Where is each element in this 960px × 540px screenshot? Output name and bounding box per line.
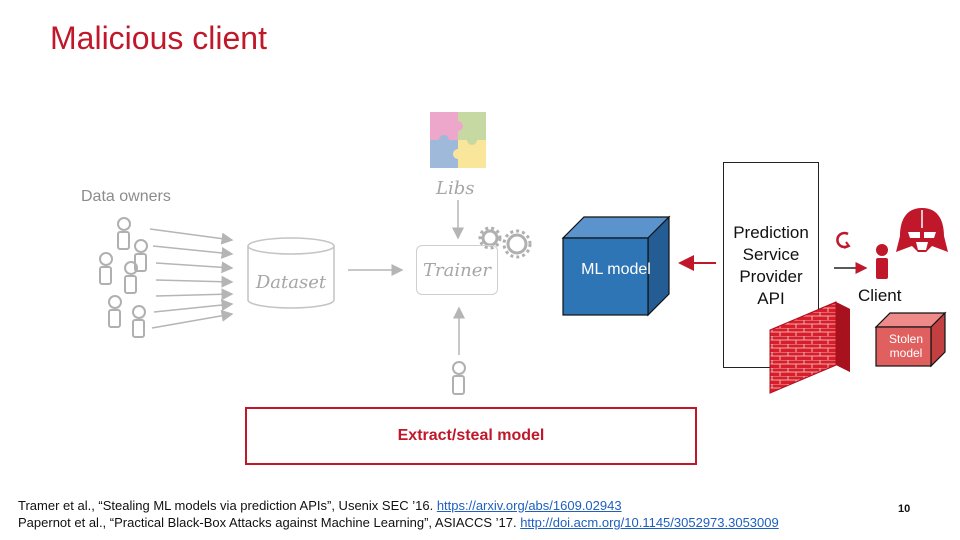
data-owners-label: Data owners	[81, 188, 171, 205]
prediction-service-label: Prediction Service Provider API	[733, 223, 809, 308]
libs-label: Libs	[436, 178, 475, 199]
reference-2: Papernot et al., “Practical Black-Box At…	[18, 515, 779, 530]
person-icon	[452, 361, 466, 395]
trainer-box: Trainer	[416, 245, 498, 295]
data-owners-group	[99, 217, 148, 338]
client-label: Client	[858, 286, 902, 305]
dataset-cylinder	[247, 237, 335, 309]
reference-1: Tramer et al., “Stealing ML models via p…	[18, 498, 622, 513]
reference-text: Papernot et al., “Practical Black-Box At…	[18, 515, 521, 530]
person-icon	[124, 261, 138, 294]
page-number: 10	[898, 503, 911, 515]
ml-model-cube	[561, 215, 671, 317]
ml-model-label: ML model	[581, 261, 651, 278]
person-icon	[99, 252, 113, 285]
person-icon	[108, 295, 122, 328]
extract-box	[245, 407, 697, 465]
reference-link[interactable]: http://doi.acm.org/10.1145/3052973.30530…	[520, 515, 779, 530]
data-owner-arrows	[149, 228, 234, 329]
stolen-model-cube	[874, 311, 947, 368]
reference-link[interactable]: https://arxiv.org/abs/1609.02943	[436, 498, 622, 513]
extract-label: Extract/steal model	[397, 427, 545, 444]
slide-title: Malicious client	[50, 20, 267, 56]
dataset-label: Dataset	[255, 272, 327, 293]
circular-arrow-icon	[836, 231, 851, 249]
person-icon	[117, 217, 131, 250]
client-person-icon	[876, 244, 888, 279]
puzzle-icon	[430, 112, 486, 168]
stolen-model-label: Stolen model	[888, 332, 924, 360]
trainer-label: Trainer	[423, 259, 491, 281]
darth-vader-icon	[896, 208, 948, 252]
reference-text: Tramer et al., “Stealing ML models via p…	[18, 498, 437, 513]
person-icon	[132, 305, 146, 338]
